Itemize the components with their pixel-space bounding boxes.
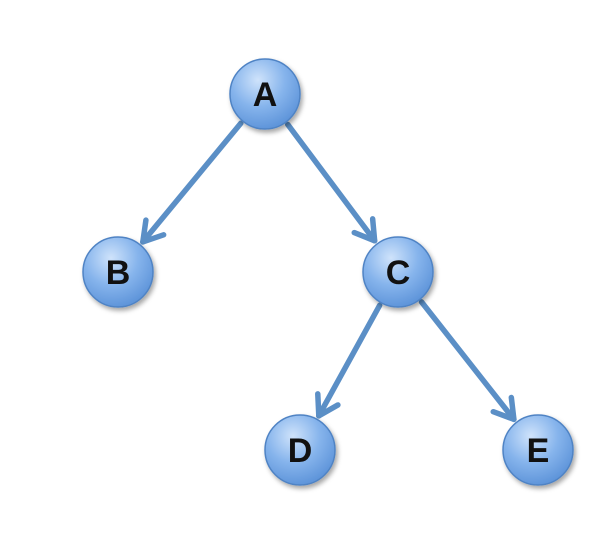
node-a: A [229,58,301,130]
node-label: C [386,254,411,292]
edge-c-e [418,299,517,423]
node-label: B [106,254,131,292]
edge-a-c [284,121,378,244]
edge-line [316,302,383,419]
edge-c-d [315,302,383,419]
node-circle [502,414,574,486]
node-circle [362,236,434,308]
edge-line [418,299,517,423]
arrowhead-icon [351,216,378,244]
arrowhead-icon [490,394,517,423]
node-label: E [527,432,550,470]
node-c: C [362,236,434,308]
node-circle [264,414,336,486]
edge-a-b [140,120,244,245]
node-d: D [264,414,336,486]
edges-layer [140,120,517,423]
node-label: D [288,432,313,470]
node-e: E [502,414,574,486]
node-circle [82,236,154,308]
nodes-layer: A B C D E [82,58,574,486]
edge-line [140,120,244,245]
arrowhead-icon [315,391,341,419]
node-label: A [253,76,278,114]
edge-line [284,121,378,244]
node-circle [229,58,301,130]
node-b: B [82,236,154,308]
arrowhead-icon [140,217,167,245]
